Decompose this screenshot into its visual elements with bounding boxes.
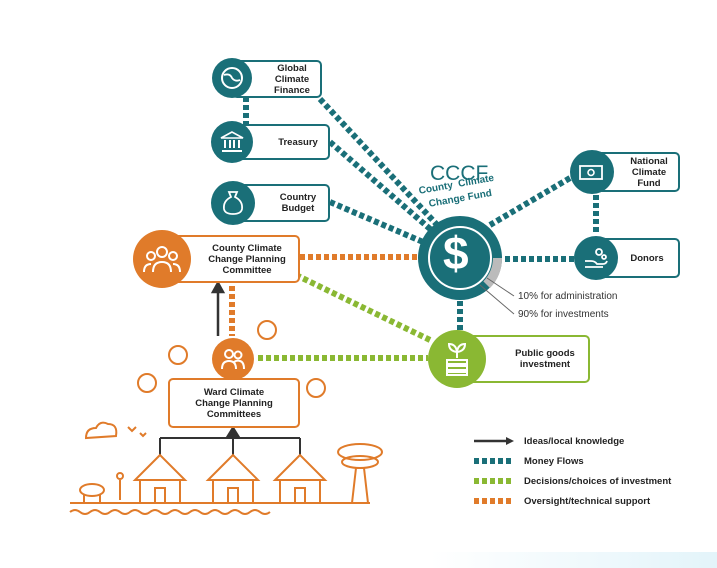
person-icon [116,472,124,500]
hut-middle-icon [205,453,261,504]
legend-ideas-label: Ideas/local knowledge [524,435,625,447]
plant-coins-icon [428,330,486,388]
globe-icon [212,58,252,98]
public-goods-label: Public goods investment [515,348,575,370]
legend-ideas: Ideas/local knowledge [472,434,624,448]
legend-oversight: Oversight/technical support [472,494,650,508]
legend-money-chevrons-icon [474,458,514,464]
small-people-icons [137,320,326,398]
country-budget-label: Country Budget [279,192,317,214]
dollar-icon: $ [443,227,469,279]
cow-icon [79,483,105,503]
hut-right-icon [272,453,328,504]
flow-national-to-cccf [488,175,572,228]
flow-budget-to-cccf [328,199,432,248]
bird-icon [127,426,137,433]
admin-share-label: 10% for administration [518,291,618,302]
legend-ideas-arrow-icon [474,437,514,445]
two-people-icon [212,338,254,380]
village-scene [69,421,383,515]
flow-global-to-cccf [317,96,443,231]
banknote-icon [570,150,614,194]
national-climate-fund-label: National Climate Fund [630,155,668,189]
county-committee-label: County Climate Change Planning Committee [208,242,286,276]
legend-money: Money Flows [472,454,584,468]
bottom-accent-bar [430,552,717,568]
legend-decisions: Decisions/choices of investment [472,474,671,488]
ward-committees-node: Ward Climate Change Planning Committees [168,378,300,428]
legend-decisions-label: Decisions/choices of investment [524,475,672,487]
hut-left-icon [132,453,188,504]
cloud-icon [84,421,118,440]
legend-oversight-chevrons-icon [474,498,514,504]
donors-label: Donors [630,252,664,264]
cccf-title: CCCF [430,162,489,185]
global-climate-finance-label: Global Climate Finance [274,62,310,96]
bank-icon [211,121,253,163]
group-people-icon [133,230,191,288]
baobab-tree-icon [337,443,383,504]
legend-oversight-label: Oversight/technical support [524,495,651,507]
legend-money-label: Money Flows [524,455,584,467]
investment-share-label: 90% for investments [518,309,609,320]
money-bag-icon [211,181,255,225]
hand-coins-icon [574,236,618,280]
public-goods-node: Public goods investment [468,335,590,383]
treasury-label: Treasury [278,136,318,148]
decision-committee-to-public [294,272,432,343]
legend-decisions-chevrons-icon [474,478,514,484]
ward-committees-label: Ward Climate Change Planning Committees [195,386,273,420]
